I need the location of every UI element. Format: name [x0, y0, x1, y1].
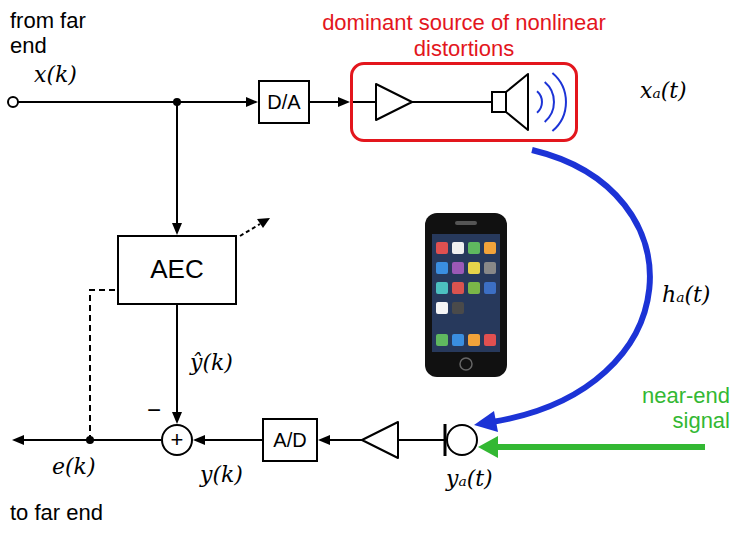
phone-body	[425, 213, 507, 377]
loudspeaker-symbol	[506, 74, 528, 130]
input-terminal	[8, 97, 18, 107]
preamplifier-symbol	[362, 422, 398, 458]
app-icon	[468, 282, 480, 294]
app-icon	[452, 262, 464, 274]
app-icon	[468, 242, 480, 254]
signal-connector	[90, 290, 161, 440]
arrow-head	[338, 97, 350, 107]
converter-box: A/D	[262, 418, 318, 462]
converter-box: D/A	[258, 80, 310, 124]
connector-line	[310, 101, 340, 103]
arrow-head	[257, 218, 270, 228]
app-icon	[452, 334, 464, 346]
phone-earpiece	[455, 221, 477, 225]
connector-line	[176, 305, 178, 414]
sign-mark: −	[147, 396, 161, 424]
app-icon	[484, 334, 496, 346]
signal-name: y(k)	[200, 462, 243, 487]
signal-name: e(k)	[52, 454, 96, 479]
signal-name: xₐ(t)	[640, 78, 687, 103]
connector-line	[90, 290, 161, 440]
loudspeaker-symbol	[492, 92, 506, 112]
signal-name: ŷ(k)	[190, 350, 233, 375]
arrow-head	[246, 97, 258, 107]
sound-wave	[545, 82, 554, 122]
arrow-head	[193, 435, 205, 445]
signal-connector	[310, 97, 350, 107]
app-icon	[484, 242, 496, 254]
signal-wire	[176, 102, 178, 225]
sound-wave	[552, 73, 566, 131]
sound-wave	[537, 91, 542, 112]
signal-connector	[193, 435, 262, 445]
app-icon	[436, 334, 448, 346]
app-icon	[484, 262, 496, 274]
arrow-head	[172, 223, 182, 235]
app-icon	[484, 282, 496, 294]
app-icon	[436, 302, 448, 314]
arrow-head	[478, 436, 498, 458]
app-icon	[436, 282, 448, 294]
port-label: from far end	[10, 8, 88, 59]
phone-home-button	[460, 358, 472, 370]
process-box: AEC	[117, 235, 237, 305]
app-icon	[468, 262, 480, 274]
node-text: D/A	[267, 91, 300, 114]
signal-name: x(k)	[34, 62, 77, 87]
signal-connector	[172, 305, 182, 424]
node-text: A/D	[273, 429, 306, 452]
adaptation-arrow	[240, 224, 260, 236]
app-icon	[436, 262, 448, 274]
node-text: AEC	[150, 255, 203, 285]
phone-screen	[432, 234, 500, 352]
arrow-head	[12, 435, 24, 445]
signal-wire	[412, 101, 492, 103]
arrow-head	[318, 435, 330, 445]
app-icon	[452, 302, 464, 314]
near-end-arrow	[496, 444, 705, 450]
app-icon	[468, 334, 480, 346]
port-label: to far end	[10, 500, 103, 525]
app-icon	[452, 282, 464, 294]
app-icon	[452, 242, 464, 254]
connector-line	[203, 439, 262, 441]
amplifier-symbol	[376, 84, 412, 120]
signal-wire	[351, 101, 376, 103]
signal-wire	[18, 101, 248, 103]
microphone-symbol	[447, 425, 477, 455]
signal-name: yₐ(t)	[446, 466, 493, 491]
region-heading: dominant source of nonlinear distortions	[316, 10, 612, 61]
distortion-region: dominant source of nonlinear distortions	[350, 62, 578, 142]
signal-wire	[398, 439, 445, 441]
node-text: +	[171, 429, 184, 451]
signal-name: hₐ(t)	[662, 282, 710, 307]
app-icon	[436, 242, 448, 254]
arrow-head	[172, 412, 182, 424]
summing-junction: +	[161, 424, 193, 456]
signal-wire	[328, 439, 362, 441]
echo-path-arrow	[492, 150, 650, 422]
near-end-label: near-end signal	[606, 383, 730, 434]
arrow-head	[474, 411, 498, 432]
